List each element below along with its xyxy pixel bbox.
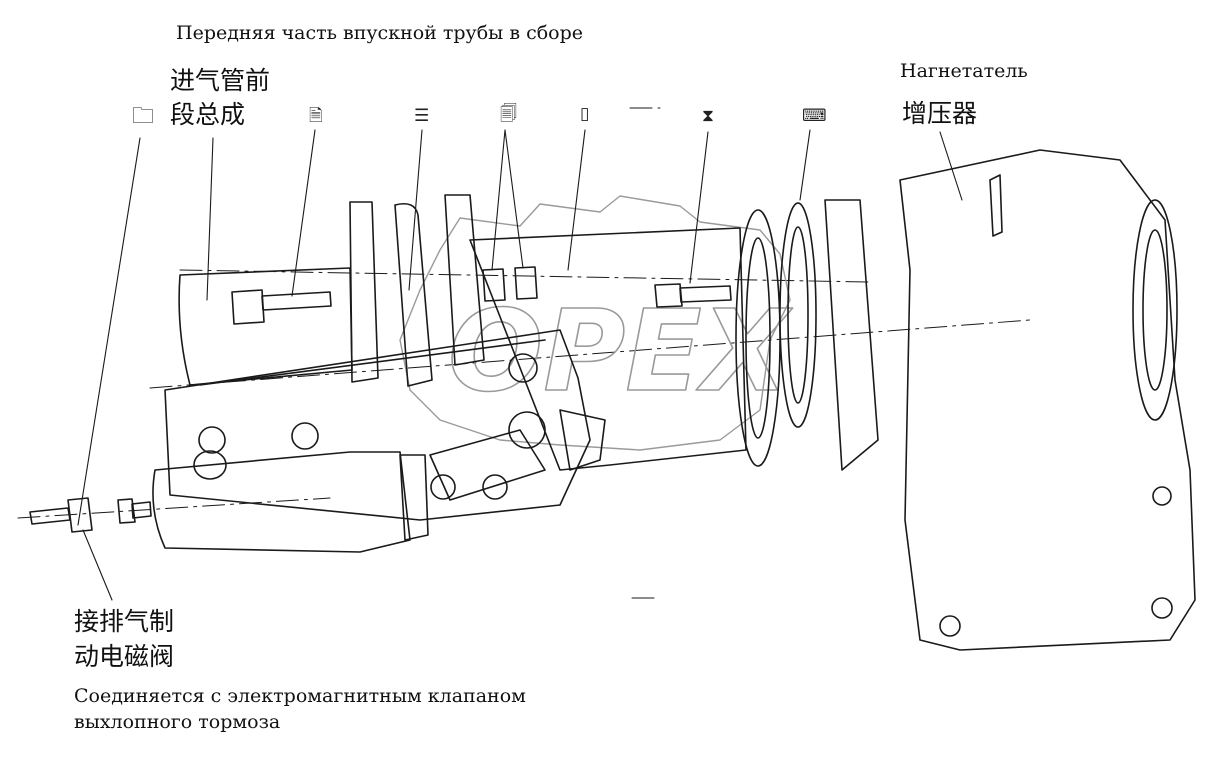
leader-lines — [77, 129, 963, 601]
exhaust-valve-label-ru-line2: выхлопного тормоза — [74, 711, 281, 733]
exhaust-valve-label-zh-line1: 接排气制 — [74, 607, 175, 636]
flanges-and-gaskets — [735, 199, 879, 471]
hourglass-icon: ⧗ — [702, 106, 714, 126]
supercharger-label-zh: 增压器 — [902, 99, 978, 128]
intake-front-label-zh-line1: 进气管前 — [170, 66, 271, 95]
stacked-documents-icon: 🗐 — [500, 104, 517, 124]
list-document-icon: ☰ — [414, 106, 430, 126]
supercharger-body — [899, 149, 1196, 651]
brake-cylinder — [152, 450, 429, 553]
svg-text:OPEX: OPEX — [448, 287, 793, 417]
intake-front-label-zh-line2: 段总成 — [170, 100, 246, 129]
cabinet-icon: ▯ — [580, 104, 590, 124]
connector-fittings — [29, 497, 152, 533]
exhaust-valve-label-zh-line2: 动电磁阀 — [74, 642, 175, 671]
fasteners — [198, 266, 732, 454]
document-icon: 🗎 — [309, 106, 323, 126]
keyboard-icon: ⌨ — [802, 106, 827, 126]
throttle-linkage — [429, 409, 606, 501]
folder-icon: 🗀 — [132, 104, 155, 129]
exhaust-valve-label-ru-line1: Соединяется с электромагнитным клапаном — [74, 685, 526, 707]
title-label-ru: Передняя часть впускной трубы в сборе — [176, 22, 583, 44]
supercharger-label-ru: Нагнетатель — [900, 60, 1028, 82]
mounting-bracket — [164, 329, 591, 521]
